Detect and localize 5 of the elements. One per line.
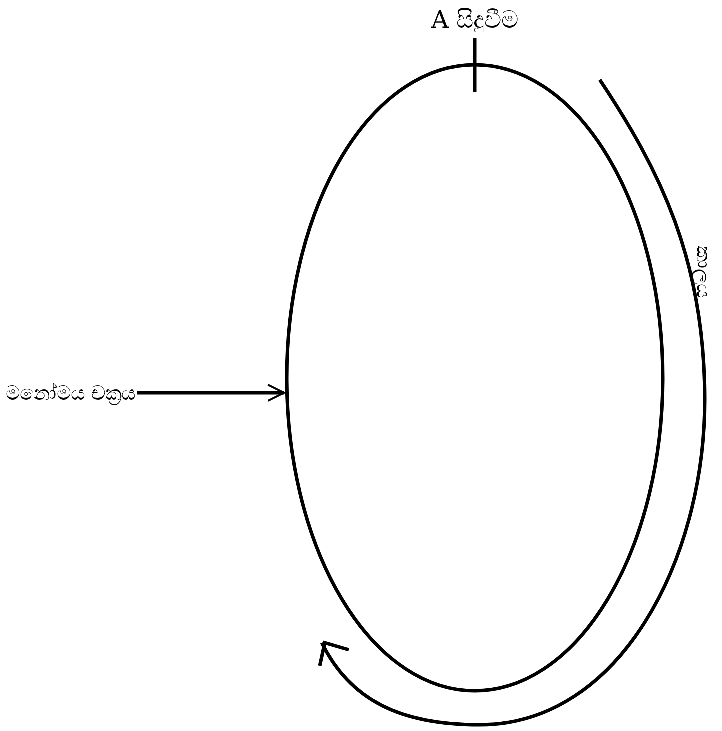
cycle-label: මනෝමය චක්‍රය (6, 378, 136, 408)
event-label: A සිදුවීම (432, 6, 518, 34)
arrow (137, 384, 286, 402)
time-label: කාලය (692, 246, 716, 298)
cycle-ellipse (285, 63, 665, 693)
